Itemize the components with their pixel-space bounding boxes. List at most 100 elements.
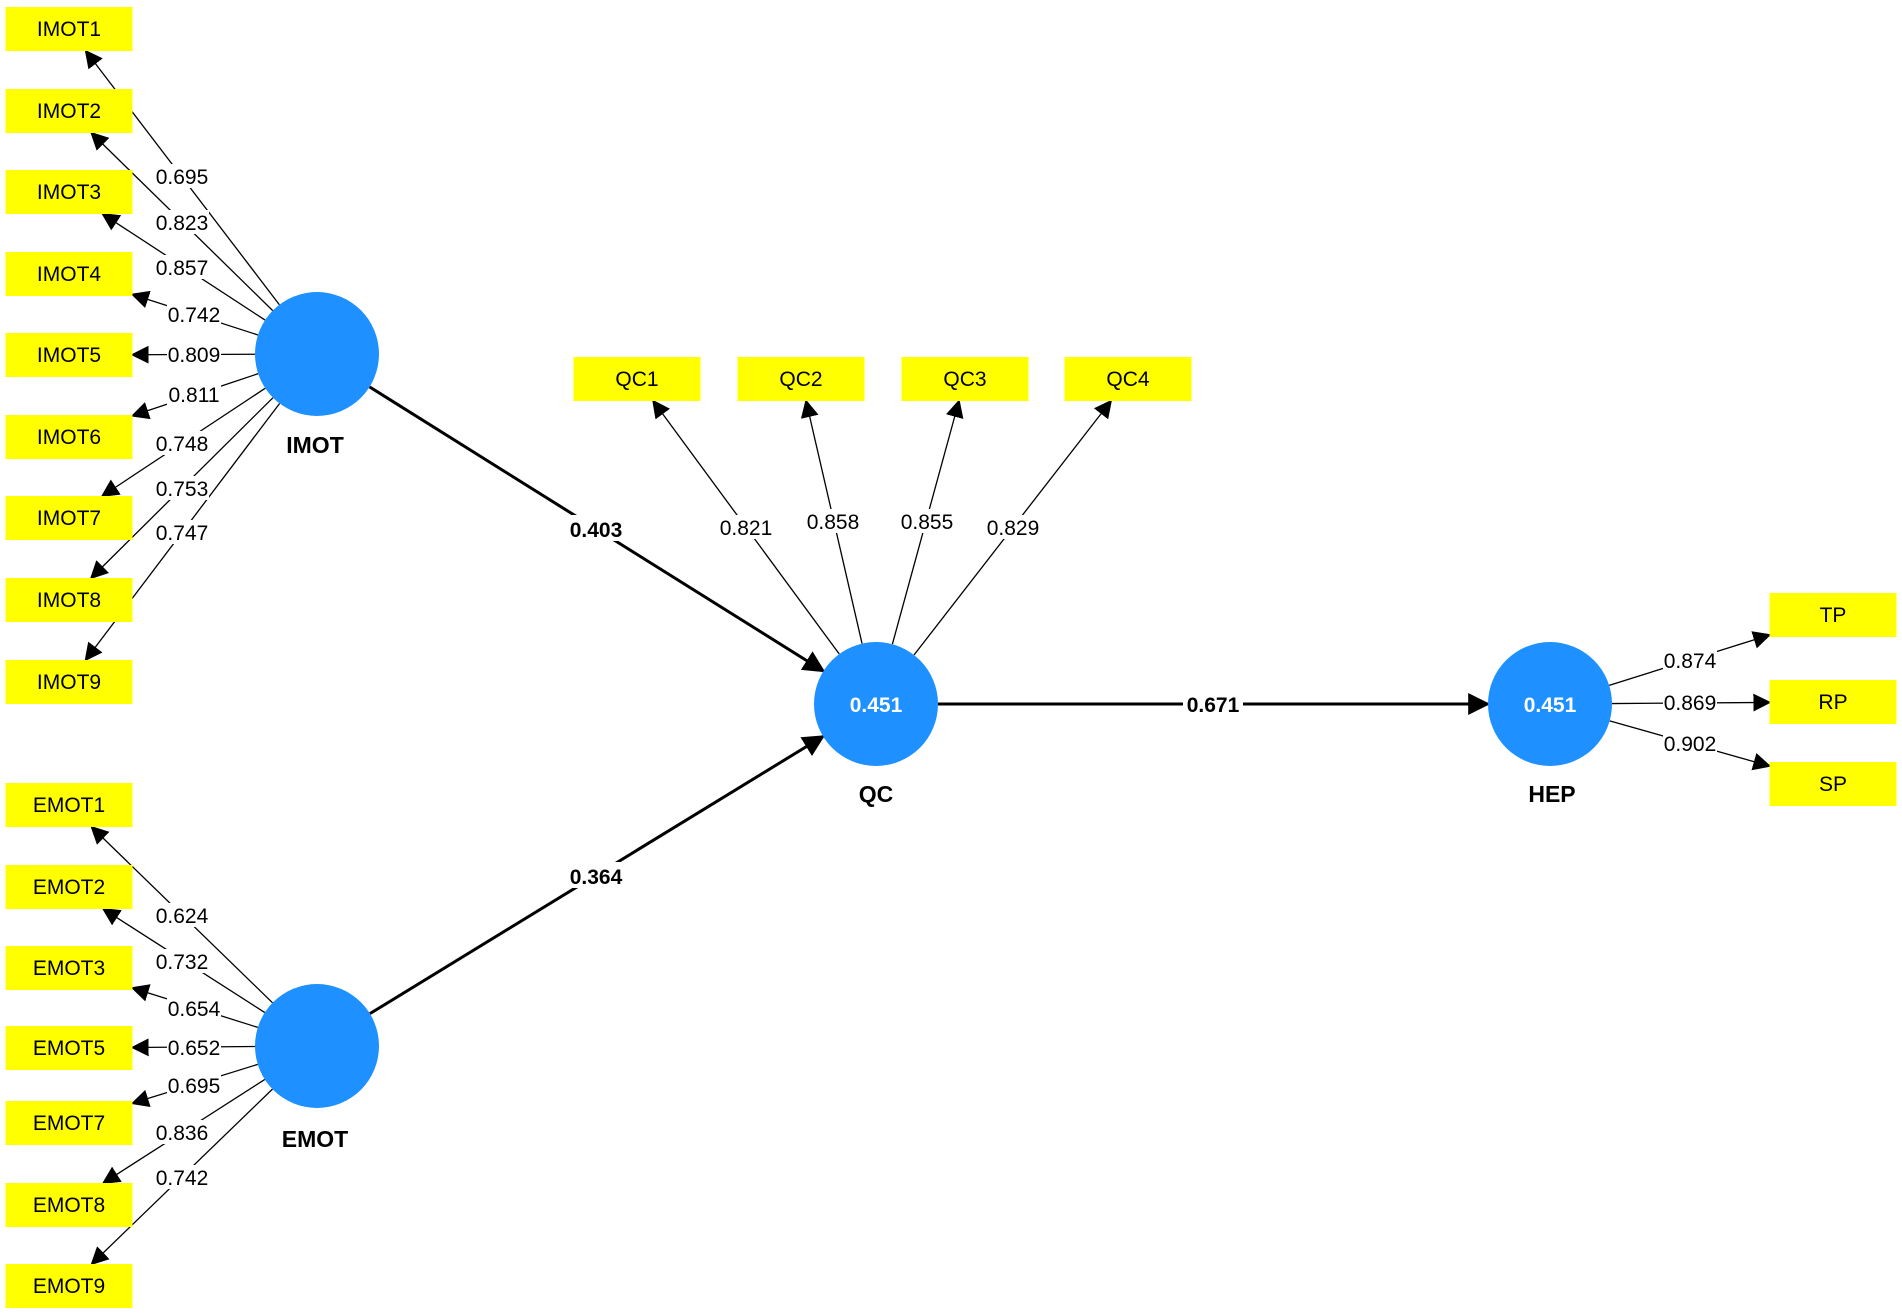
- path-label-bg: [566, 862, 626, 888]
- loading-value-qc1: 0.821: [720, 517, 773, 540]
- loading-label-bg: [167, 342, 221, 366]
- loading-label-bg: [167, 1035, 221, 1059]
- indicator-box-emot9: [5, 1264, 133, 1308]
- loading-label-bg: [1663, 648, 1717, 672]
- indicator-label-imot9: IMOT9: [37, 671, 101, 694]
- loading-label-bg: [155, 255, 209, 279]
- loading-label-bg: [155, 520, 209, 544]
- indicator-box-emot3: [5, 946, 133, 990]
- indicator-label-imot8: IMOT8: [37, 589, 101, 612]
- indicator-label-emot7: EMOT7: [33, 1112, 105, 1135]
- loading-value-emot1: 0.624: [156, 905, 209, 928]
- indicator-box-imot3: [5, 170, 133, 214]
- loading-value-emot2: 0.732: [156, 951, 209, 974]
- indicator-box-imot8: [5, 578, 133, 622]
- indicator-box-imot1: [5, 7, 133, 51]
- loading-label-bg: [155, 1120, 209, 1144]
- indicator-box-imot7: [5, 496, 133, 540]
- loading-value-imot6: 0.811: [169, 384, 220, 407]
- construct-node-imot: [255, 292, 379, 416]
- loading-label-bg: [167, 382, 221, 406]
- indicator-box-imot5: [5, 333, 133, 377]
- indicator-label-emot5: EMOT5: [33, 1037, 105, 1060]
- loading-value-emot9: 0.742: [156, 1167, 209, 1190]
- construct-label-imot: IMOT: [286, 432, 344, 458]
- loading-value-imot7: 0.748: [156, 433, 209, 456]
- indicator-box-rp: [1769, 680, 1897, 724]
- loading-label-bg: [1663, 731, 1717, 755]
- loading-label-bg: [155, 210, 209, 234]
- indicator-label-emot9: EMOT9: [33, 1275, 105, 1298]
- indicator-label-imot4: IMOT4: [37, 263, 101, 286]
- loading-value-qc4: 0.829: [987, 517, 1040, 540]
- loading-value-tp: 0.874: [1664, 650, 1717, 673]
- r-squared-qc: 0.451: [850, 694, 903, 717]
- construct-label-qc: QC: [859, 781, 894, 807]
- loading-value-rp: 0.869: [1664, 692, 1717, 715]
- construct-node-qc: [814, 642, 938, 766]
- loading-label-bg: [1663, 690, 1717, 714]
- indicator-box-imot6: [5, 415, 133, 459]
- indicator-label-imot5: IMOT5: [37, 344, 101, 367]
- indicator-box-sp: [1769, 762, 1897, 806]
- loading-value-emot7: 0.695: [168, 1075, 221, 1098]
- path-label-bg: [1183, 690, 1243, 716]
- loading-label-bg: [719, 515, 773, 539]
- loading-label-bg: [167, 1073, 221, 1097]
- construct-node-hep: [1488, 642, 1612, 766]
- indicator-label-imot3: IMOT3: [37, 181, 101, 204]
- indicator-box-emot8: [5, 1183, 133, 1227]
- indicator-box-emot2: [5, 865, 133, 909]
- loading-value-emot3: 0.654: [168, 998, 221, 1021]
- indicator-label-qc1: QC1: [615, 368, 658, 391]
- loading-value-sp: 0.902: [1664, 733, 1717, 756]
- indicator-label-qc4: QC4: [1106, 368, 1150, 391]
- indicator-label-emot1: EMOT1: [33, 794, 105, 817]
- indicator-box-emot5: [5, 1026, 133, 1070]
- indicator-box-imot4: [5, 252, 133, 296]
- construct-node-emot: [255, 984, 379, 1108]
- loading-label-bg: [986, 515, 1040, 539]
- loading-value-imot3: 0.857: [156, 257, 209, 280]
- indicator-label-imot2: IMOT2: [37, 100, 101, 123]
- indicator-label-emot2: EMOT2: [33, 876, 105, 899]
- path-coefficient-emot-qc: 0.364: [570, 866, 623, 889]
- loading-value-qc2: 0.858: [807, 511, 860, 534]
- path-label-bg: [566, 515, 626, 541]
- loading-label-bg: [167, 996, 221, 1020]
- loading-label-bg: [155, 431, 209, 455]
- indicator-box-qc4: [1064, 357, 1192, 401]
- indicator-box-emot1: [5, 783, 133, 827]
- construct-label-emot: EMOT: [282, 1126, 348, 1152]
- indicator-label-qc3: QC3: [943, 368, 986, 391]
- indicator-label-emot3: EMOT3: [33, 957, 105, 980]
- indicator-label-imot6: IMOT6: [37, 426, 101, 449]
- loading-value-emot8: 0.836: [156, 1122, 209, 1145]
- indicator-box-qc1: [573, 357, 701, 401]
- indicator-box-imot2: [5, 89, 133, 133]
- construct-label-hep: HEP: [1528, 781, 1575, 807]
- loading-label-bg: [900, 509, 954, 533]
- indicator-box-tp: [1769, 593, 1897, 637]
- loading-value-imot8: 0.753: [156, 478, 209, 501]
- indicator-label-qc2: QC2: [779, 368, 822, 391]
- r-squared-hep: 0.451: [1524, 694, 1577, 717]
- indicator-box-qc2: [737, 357, 865, 401]
- loading-label-bg: [155, 1165, 209, 1189]
- indicator-label-rp: RP: [1818, 691, 1847, 714]
- loading-value-imot4: 0.742: [168, 304, 221, 327]
- loading-label-bg: [155, 164, 209, 188]
- indicator-label-imot7: IMOT7: [37, 507, 101, 530]
- path-coefficient-imot-qc: 0.403: [570, 519, 623, 542]
- indicator-label-imot1: IMOT1: [37, 18, 101, 41]
- indicator-label-tp: TP: [1820, 604, 1847, 627]
- loading-value-imot1: 0.695: [156, 166, 209, 189]
- loading-label-bg: [806, 509, 860, 533]
- loading-value-qc3: 0.855: [901, 511, 954, 534]
- loading-label-bg: [155, 903, 209, 927]
- indicator-box-emot7: [5, 1101, 133, 1145]
- loading-label-bg: [155, 949, 209, 973]
- loading-label-bg: [167, 302, 221, 326]
- indicator-label-sp: SP: [1819, 773, 1847, 796]
